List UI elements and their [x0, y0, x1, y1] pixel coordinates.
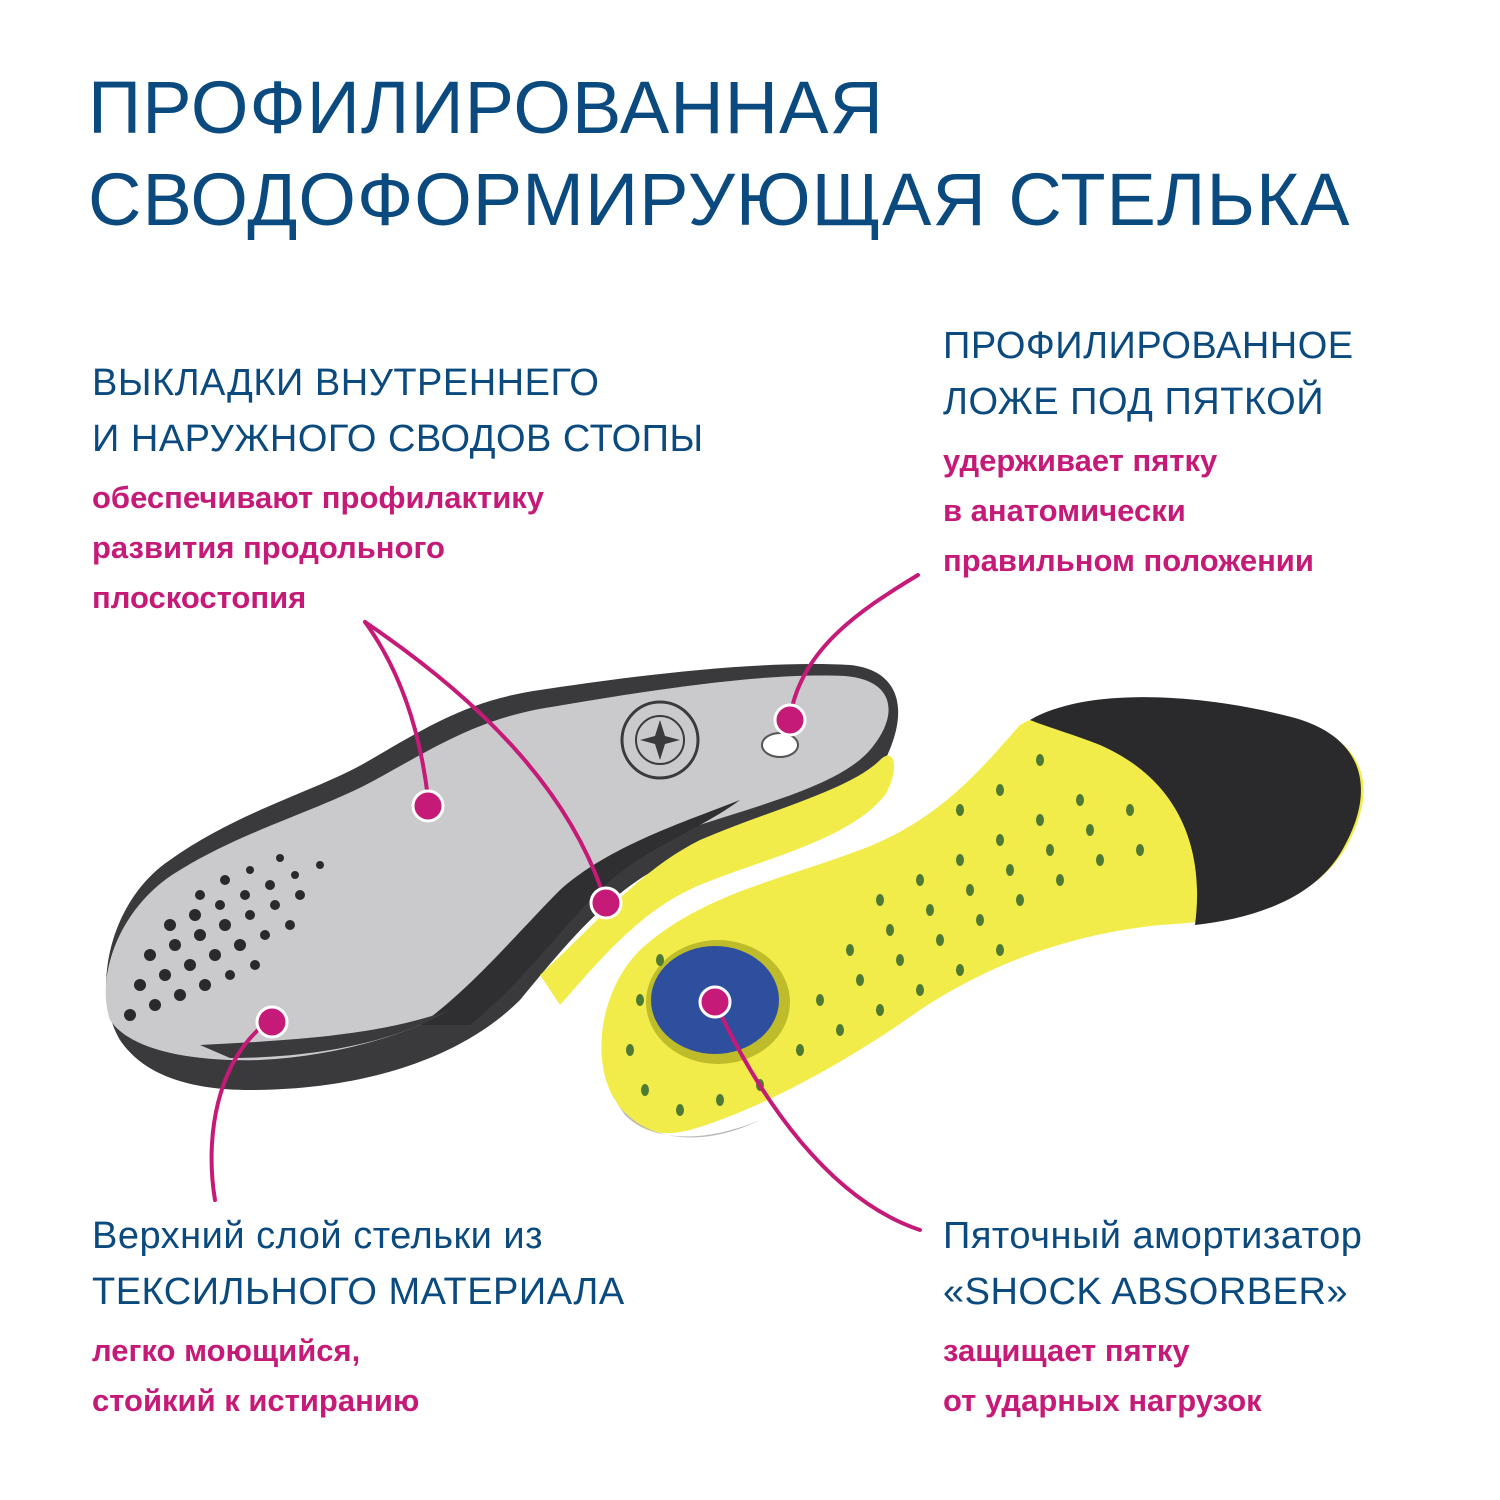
description-line: в анатомически	[943, 493, 1186, 528]
description-line: правильном положении	[943, 543, 1314, 578]
callout-top-layer-heading: Верхний слой стельки из ТЕКСИЛЬНОГО МАТЕ…	[92, 1208, 625, 1320]
description-line: стойкий к истиранию	[92, 1383, 420, 1418]
marker-top-layer	[255, 1005, 289, 1039]
heading-line: ВЫКЛАДКИ ВНУТРЕННЕГО	[92, 362, 600, 404]
marker-arch-inner	[411, 789, 445, 823]
callout-heel-bed: ПРОФИЛИРОВАННОЕ ЛОЖЕ ПОД ПЯТКОЙ удержива…	[943, 318, 1354, 586]
heading-line: ТЕКСИЛЬНОГО МАТЕРИАЛА	[92, 1271, 625, 1313]
heading-line: Верхний слой стельки из	[92, 1215, 544, 1257]
callout-shock-absorber: Пяточный амортизатор «SHOCK ABSORBER» за…	[943, 1208, 1362, 1426]
description-line: развития продольного	[92, 530, 445, 565]
callout-line-arch-1	[363, 620, 430, 800]
page-title: ПРОФИЛИРОВАННАЯ СВОДОФОРМИРУЮЩАЯ СТЕЛЬКА	[88, 62, 1351, 246]
callout-arches-description: обеспечивают профилактику развития продо…	[92, 473, 704, 623]
title-line-2: СВОДОФОРМИРУЮЩАЯ СТЕЛЬКА	[88, 158, 1351, 241]
dot-pattern	[124, 854, 324, 1021]
marker-arch-outer	[589, 886, 623, 920]
callout-heel-bed-heading: ПРОФИЛИРОВАННОЕ ЛОЖЕ ПОД ПЯТКОЙ	[943, 318, 1354, 430]
description-line: обеспечивают профилактику	[92, 480, 545, 515]
callout-markers	[255, 703, 807, 1039]
title-line-1: ПРОФИЛИРОВАННАЯ	[88, 66, 884, 149]
description-line: от ударных нагрузок	[943, 1383, 1262, 1418]
callout-arches: ВЫКЛАДКИ ВНУТРЕННЕГО И НАРУЖНОГО СВОДОВ …	[92, 355, 704, 623]
heading-line: Пяточный амортизатор	[943, 1215, 1363, 1257]
callout-shock-absorber-description: защищает пятку от ударных нагрузок	[943, 1326, 1362, 1426]
callout-lines	[209, 573, 922, 1232]
callout-top-layer: Верхний слой стельки из ТЕКСИЛЬНОГО МАТЕ…	[92, 1208, 625, 1426]
heading-line: «SHOCK ABSORBER»	[943, 1271, 1349, 1313]
description-line: легко моющийся,	[92, 1333, 361, 1368]
callout-line-arch-2	[363, 620, 607, 902]
callout-line-heel	[788, 573, 920, 720]
perforation-pattern	[626, 754, 1144, 1116]
description-line: удерживает пятку	[943, 443, 1218, 478]
callout-top-layer-description: легко моющийся, стойкий к истиранию	[92, 1326, 625, 1426]
callout-heel-bed-description: удерживает пятку в анатомически правильн…	[943, 436, 1354, 586]
callout-line-top-layer	[209, 1018, 272, 1202]
heading-line: ПРОФИЛИРОВАННОЕ	[943, 325, 1354, 367]
callout-line-shock	[713, 1000, 922, 1232]
marker-shock-absorber	[698, 985, 732, 1019]
description-line: плоскостопия	[92, 580, 307, 615]
description-line: защищает пятку	[943, 1333, 1190, 1368]
callout-arches-heading: ВЫКЛАДКИ ВНУТРЕННЕГО И НАРУЖНОГО СВОДОВ …	[92, 355, 704, 467]
heading-line: ЛОЖЕ ПОД ПЯТКОЙ	[943, 381, 1325, 423]
brand-seal-logo	[620, 700, 700, 780]
marker-heel-bed	[773, 703, 807, 737]
callout-shock-absorber-heading: Пяточный амортизатор «SHOCK ABSORBER»	[943, 1208, 1362, 1320]
heading-line: И НАРУЖНОГО СВОДОВ СТОПЫ	[92, 418, 704, 460]
left-insole-image	[105, 664, 899, 1090]
